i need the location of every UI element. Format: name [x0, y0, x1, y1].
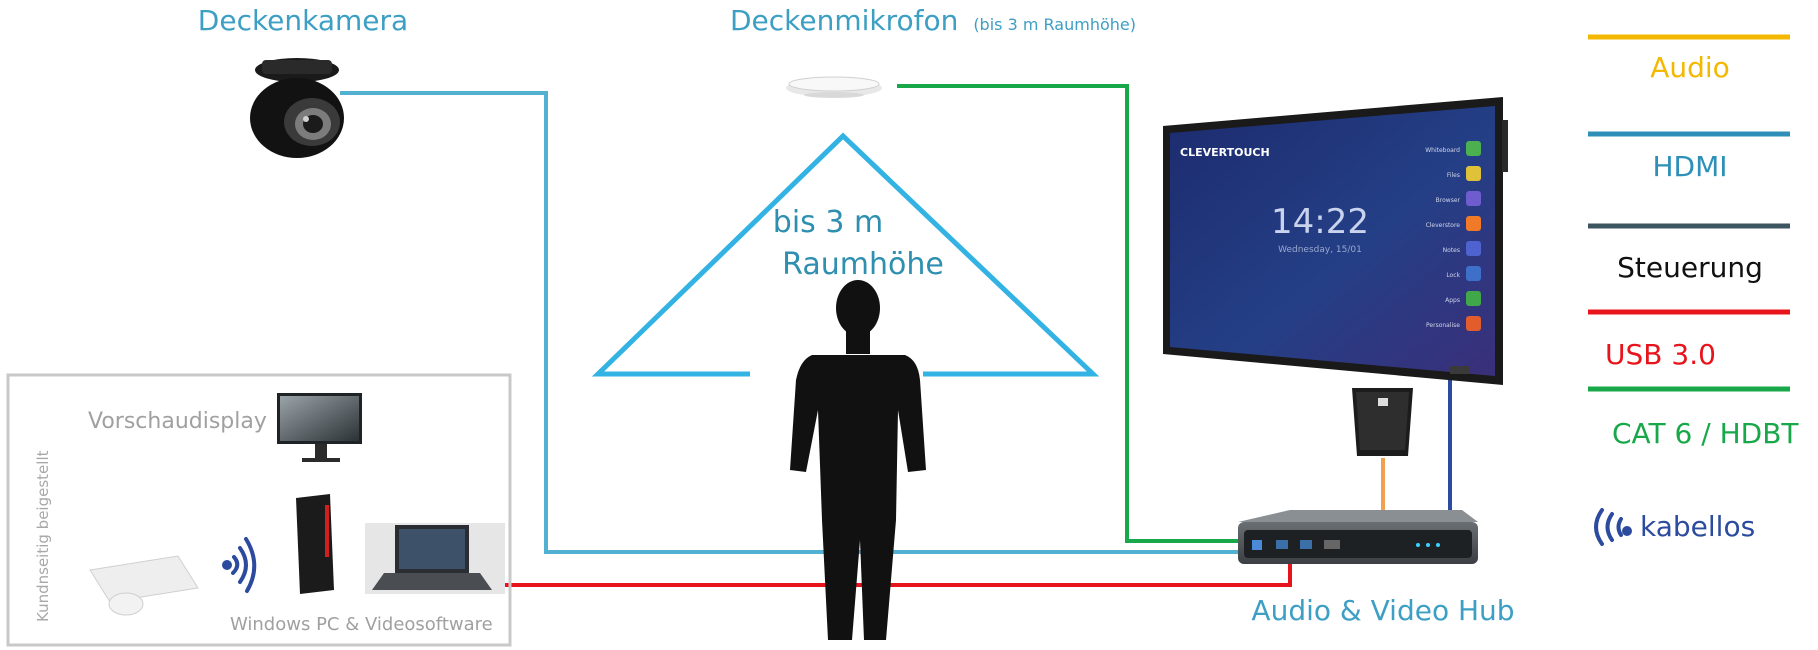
display-app-icons [1466, 141, 1481, 331]
customer-provided-label: Kundnseitig beigestellt [34, 450, 52, 622]
display-menu-item: Whiteboard [1425, 147, 1460, 154]
legend-label-audio: Audio [1650, 51, 1730, 84]
range-label-line2: Raumhöhe [782, 247, 944, 282]
person-silhouette [790, 280, 926, 640]
display-brand: CLEVERTOUCH [1180, 146, 1270, 159]
display-menu-item: Browser [1436, 197, 1461, 204]
display-menu-item: Apps [1445, 297, 1460, 304]
microphone-icon [786, 76, 882, 98]
laptop-icon [365, 523, 505, 594]
display-menu-item: Personalise [1426, 322, 1460, 329]
display-time: 14:22 [1271, 202, 1369, 242]
microphone-label: Deckenmikrofon (bis 3 m Raumhöhe) [730, 4, 1136, 37]
microphone-range-triangle [591, 132, 1100, 377]
legend-label-hdmi: HDMI [1652, 150, 1727, 183]
display-menu: Whiteboard Files Browser Cleverstore Not… [1425, 147, 1460, 329]
mini-pc-icon [296, 494, 334, 594]
keyboard-mouse-icon [89, 555, 199, 616]
display-date: Wednesday, 15/01 [1278, 245, 1362, 255]
range-label-line1: bis 3 m [773, 205, 883, 240]
cat6-cable-microphone [897, 84, 1248, 543]
legend-label-steuerung: Steuerung [1617, 251, 1763, 284]
pc-software-label: Windows PC & Videosoftware [230, 614, 493, 635]
av-hub-device [1238, 510, 1478, 564]
legend-label-cat6: CAT 6 / HDBT [1612, 417, 1799, 450]
legend-label-wireless: kabellos [1640, 510, 1755, 543]
wireless-signal-icon [222, 537, 257, 593]
microphone-label-note: (bis 3 m Raumhöhe) [973, 15, 1136, 34]
preview-display-label: Vorschaudisplay [88, 409, 267, 434]
interactive-display [1163, 97, 1508, 385]
preview-monitor-icon [277, 393, 362, 462]
display-menu-item: Cleverstore [1426, 222, 1461, 229]
hub-label: Audio & Video Hub [1251, 594, 1514, 627]
display-menu-item: Lock [1446, 272, 1460, 279]
camera-label: Deckenkamera [198, 4, 408, 37]
legend [1588, 34, 1790, 392]
legend-label-usb: USB 3.0 [1605, 338, 1716, 371]
hdmi-cable-camera [340, 91, 1248, 554]
speaker-icon [1352, 388, 1413, 456]
wireless-legend-icon [1594, 508, 1632, 546]
camera-icon [250, 58, 344, 158]
customer-provided-box [6, 373, 512, 647]
display-menu-item: Notes [1443, 247, 1460, 254]
usb-cable-laptop [490, 562, 1292, 587]
display-menu-item: Files [1447, 172, 1460, 179]
microphone-label-main: Deckenmikrofon [730, 4, 958, 37]
